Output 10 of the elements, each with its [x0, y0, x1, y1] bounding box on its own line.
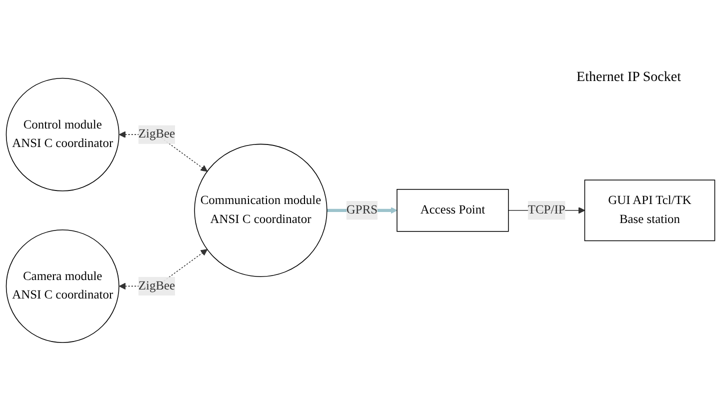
node-circle: Camera module ANSI C coordinator: [6, 229, 120, 343]
edge-label: ZigBee: [138, 278, 176, 292]
node-circle: Communication module ANSI C coordinator: [194, 143, 328, 277]
node-circle: Control module ANSI C coordinator: [6, 77, 120, 191]
connection-note: Ethernet IP Socket: [576, 70, 681, 86]
edge-label: ZigBee: [138, 127, 176, 140]
node-box: Access Point: [396, 188, 509, 232]
edge-label: GPRS: [346, 202, 378, 216]
edge-label: TCP/IP: [528, 202, 566, 216]
node-box: GUI API Tcl/TK Base station: [584, 179, 716, 241]
